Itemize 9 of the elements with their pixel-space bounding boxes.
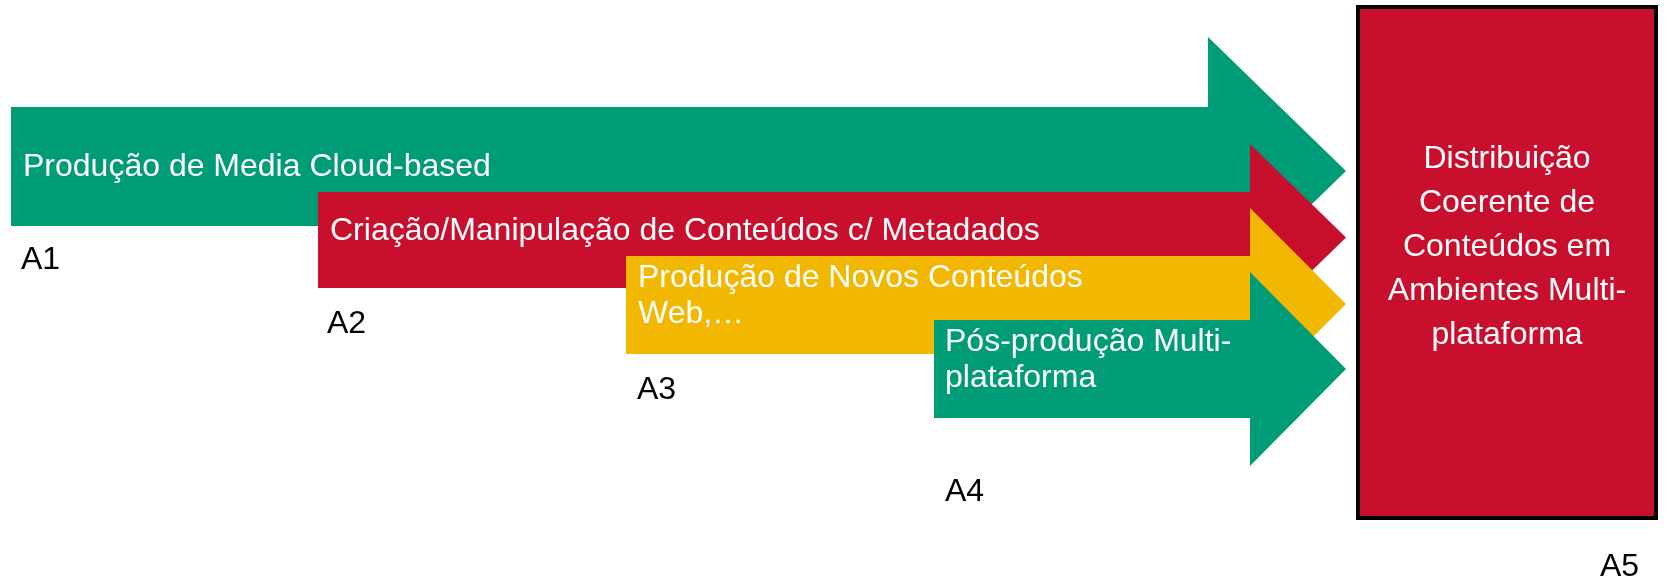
step-code: A1 (21, 240, 61, 276)
step-code: A3 (637, 370, 677, 406)
arrow-label: Produção de Media Cloud-based (23, 147, 492, 183)
step-code: A2 (327, 304, 367, 340)
arrow-label: Pós-produção Multi-plataforma (945, 322, 1233, 394)
step-code: A5 (1600, 547, 1640, 583)
box-label: Distribuição Coerente de Conteúdos em Ambientes Multi-plataforma (1386, 138, 1628, 353)
arrow-label: Criação/Manipulação de Conteúdos c/ Metadados (330, 211, 1041, 247)
step-code: A4 (945, 472, 985, 508)
